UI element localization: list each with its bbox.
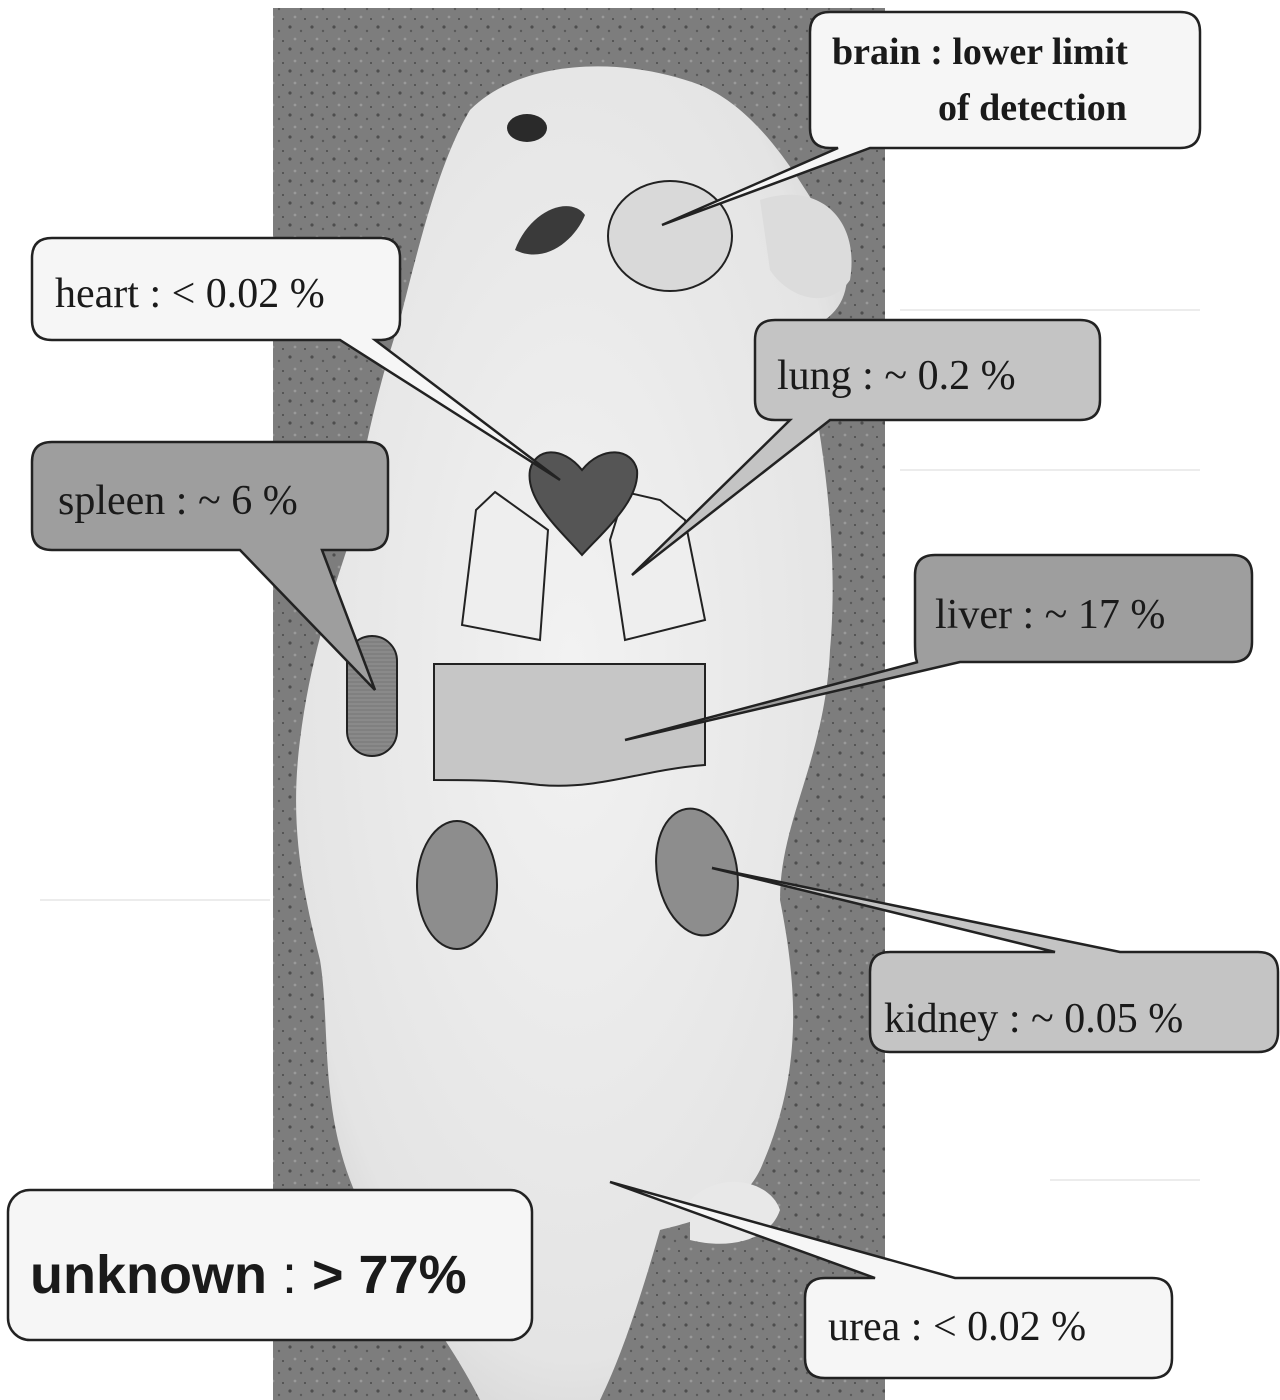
callout-liver-value: ~ 17 % bbox=[1045, 592, 1166, 638]
mouse-eye bbox=[507, 114, 547, 142]
callout-kidney-value: ~ 0.05 % bbox=[1031, 996, 1183, 1042]
svg-text:unknown : > 77%: unknown : > 77% bbox=[30, 1245, 467, 1305]
callout-urea-sep: : bbox=[911, 1304, 923, 1350]
callout-heart-sep: : bbox=[149, 271, 161, 317]
callout-spleen-value: ~ 6 % bbox=[198, 478, 298, 524]
callout-brain-value: lower limit bbox=[952, 31, 1128, 73]
callout-unknown-organ: unknown bbox=[30, 1245, 267, 1305]
svg-text:liver : ~ 17 %: liver : ~ 17 % bbox=[935, 592, 1165, 638]
callout-brain-value-line2: of detection bbox=[938, 87, 1127, 129]
callout-liver-sep: : bbox=[1022, 592, 1034, 638]
svg-text:kidney : ~ 0.05 %: kidney : ~ 0.05 % bbox=[884, 996, 1183, 1042]
callout-brain-organ: brain bbox=[832, 31, 921, 73]
callout-kidney-sep: : bbox=[1009, 996, 1021, 1042]
svg-text:urea : < 0.02 %: urea : < 0.02 % bbox=[828, 1304, 1086, 1350]
brain-marker bbox=[608, 181, 732, 291]
callout-lung-sep: : bbox=[862, 353, 874, 399]
callout-brain-sep: : bbox=[930, 31, 943, 73]
callout-unknown: unknown : > 77% bbox=[8, 1190, 532, 1340]
callout-urea-organ: urea bbox=[828, 1304, 901, 1350]
svg-text:brain : lower limi: brain : lower limit bbox=[832, 31, 1128, 73]
callout-heart-value: < 0.02 % bbox=[172, 271, 325, 317]
svg-text:lung : ~ 0.2 %: lung : ~ 0.2 % bbox=[777, 353, 1016, 399]
callout-spleen-organ: spleen bbox=[58, 478, 165, 524]
callout-kidney-organ: kidney bbox=[884, 996, 998, 1042]
callout-lung-value: ~ 0.2 % bbox=[884, 353, 1015, 399]
svg-text:heart : < 0.02 %: heart : < 0.02 % bbox=[55, 271, 325, 317]
callout-heart-organ: heart bbox=[55, 271, 139, 317]
callout-urea-value: < 0.02 % bbox=[933, 1304, 1086, 1350]
callout-lung-organ: lung bbox=[777, 353, 852, 399]
liver-marker bbox=[434, 664, 705, 786]
callout-unknown-sep: : bbox=[282, 1245, 297, 1305]
svg-text:spleen : ~ 6 %: spleen : ~ 6 % bbox=[58, 478, 298, 524]
callout-spleen-sep: : bbox=[176, 478, 188, 524]
callout-unknown-value: > 77% bbox=[312, 1245, 467, 1305]
kidney-left bbox=[417, 821, 497, 949]
callout-liver-organ: liver bbox=[935, 592, 1012, 638]
